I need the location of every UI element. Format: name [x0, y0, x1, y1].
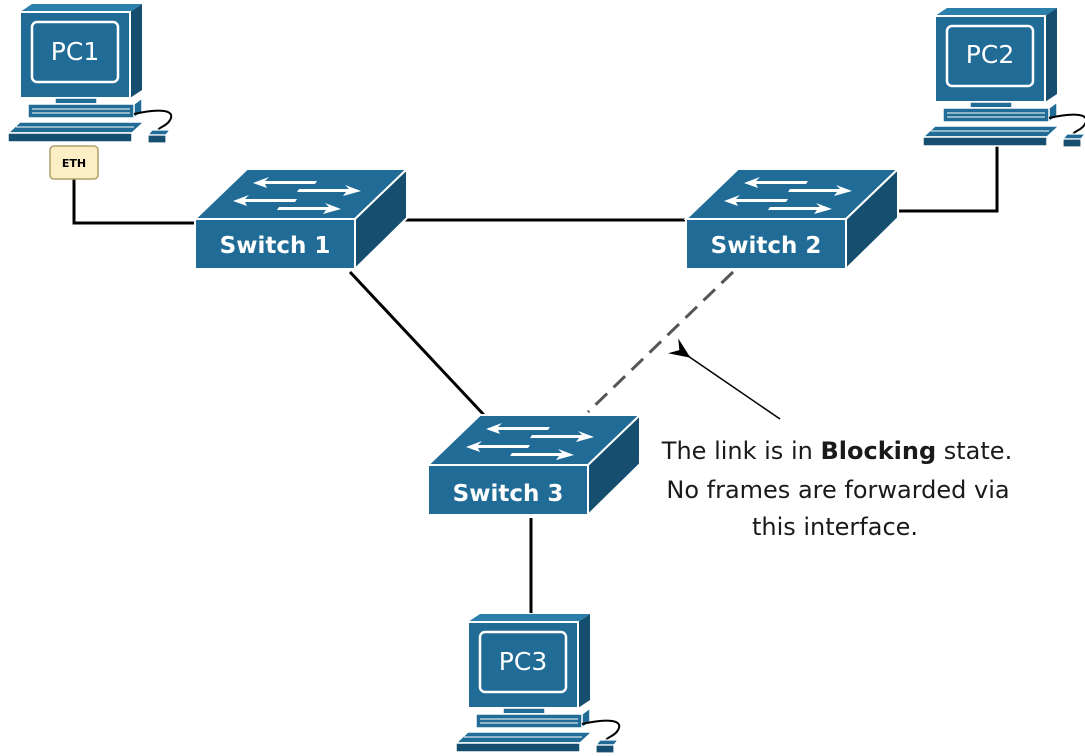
- annotation-pointer-arrow: [668, 338, 781, 420]
- switch3-label: Switch 3: [453, 481, 564, 507]
- switch1-device[interactable]: Switch 1: [194, 168, 408, 270]
- pc1-device[interactable]: PC1: [6, 2, 173, 145]
- switch2-label: Switch 2: [711, 233, 822, 259]
- annotation-text: The link is in Blocking state. No frames…: [661, 437, 1012, 541]
- links-layer: [72, 134, 999, 613]
- pc1-computer-icon: [6, 2, 173, 145]
- switch3-device[interactable]: Switch 3: [427, 414, 641, 516]
- annotation-line-2: No frames are forwarded via: [666, 476, 1009, 504]
- pc2-computer-icon: [921, 6, 1085, 149]
- blocked-link-switch2-switch3: [586, 270, 735, 414]
- link-switch2-pc2: [898, 134, 999, 213]
- annotation-line-1-suffix: state.: [936, 437, 1012, 465]
- switch2-device[interactable]: Switch 2: [685, 168, 899, 270]
- pc3-computer-icon: [454, 612, 621, 755]
- annotation-blocking-word: Blocking: [820, 437, 936, 465]
- eth-label: ETH: [62, 157, 86, 170]
- annotation-line-1: The link is in Blocking state.: [661, 437, 1012, 465]
- link-switch1-switch3: [348, 270, 486, 417]
- switch1-label: Switch 1: [220, 233, 331, 259]
- pc3-device[interactable]: PC3: [454, 612, 621, 755]
- pc3-label: PC3: [499, 647, 547, 676]
- annotation-line-1-prefix: The link is in: [661, 437, 821, 465]
- pc1-label: PC1: [51, 37, 99, 66]
- pc2-label: PC2: [966, 40, 1014, 69]
- link-pc1-switch1: [72, 178, 195, 225]
- annotation-line-3: this interface.: [752, 513, 918, 541]
- pc2-device[interactable]: PC2: [921, 6, 1085, 149]
- eth-interface-tag: ETH: [49, 145, 99, 180]
